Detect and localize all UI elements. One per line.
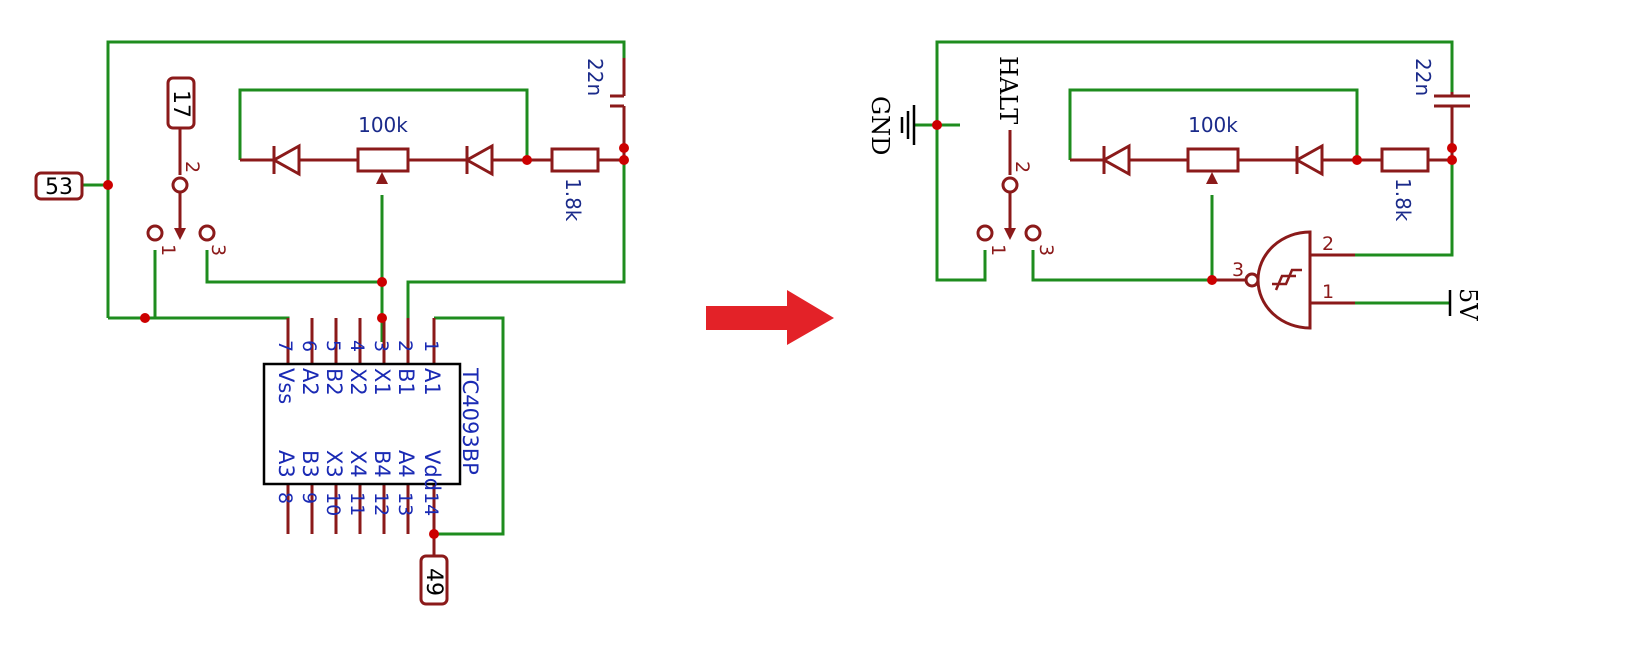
gnd-symbol (900, 105, 937, 145)
net-box-49: 49 (419, 534, 449, 606)
left-sw-pin2: 2 (181, 161, 203, 173)
left-sw-pin1: 1 (157, 244, 179, 256)
ic-pin-number: 3 (370, 340, 392, 352)
left-vss-wire (108, 316, 290, 342)
ic-pin-label: X1 (370, 368, 394, 396)
left-junction-cap (619, 155, 629, 165)
left-junction-49 (429, 529, 439, 539)
ic-pin-label: X3 (322, 450, 346, 478)
ic-pin-number: 11 (346, 492, 368, 516)
right-sw-pin2: 2 (1011, 161, 1033, 173)
gate-pin-out: 3 (1232, 259, 1244, 281)
ic-pin-label: B2 (322, 368, 346, 396)
right-junction-gate (1207, 275, 1217, 285)
net-box-53: 53 (34, 171, 84, 201)
ic-pin-label: Vss (274, 368, 298, 404)
left-pot-wiper-arrow (376, 172, 388, 184)
left-resistor (550, 147, 600, 173)
right-diode-1 (1100, 143, 1131, 177)
left-potentiometer (356, 147, 410, 173)
left-junction-loop-a (522, 155, 532, 165)
ic-pin-number: 4 (346, 340, 368, 352)
right-pot-wiper-arrow (1206, 172, 1218, 184)
left-junction-vss (140, 313, 150, 323)
halt-label: HALT (994, 56, 1022, 124)
right-outer-loop-wire (935, 123, 987, 282)
right-sw-pin3: 3 (1035, 244, 1057, 256)
ic-pin-number: 2 (394, 340, 416, 352)
ic-pin-number: 7 (274, 340, 296, 352)
ic-pin-number: 12 (370, 492, 392, 516)
ic-pin-label: X2 (346, 368, 370, 396)
ic-pin-label: A3 (274, 450, 298, 478)
svg-text:49: 49 (421, 568, 446, 596)
ic-pin-number: 5 (322, 340, 344, 352)
right-pot-label: 100k (1188, 113, 1238, 137)
ic-pin-label: X4 (346, 450, 370, 478)
nand-schmitt-gate (1212, 230, 1355, 330)
right-junction-loop (1352, 155, 1362, 165)
net-box-17: 17 (166, 76, 196, 130)
right-rail-wire (1355, 160, 1454, 257)
svg-text:53: 53 (45, 175, 73, 200)
left-junction-cap-top (619, 143, 629, 153)
right-junction-cap (1447, 155, 1457, 165)
ic-pin-label: A1 (420, 368, 444, 396)
ic-pin-number: 1 (420, 340, 442, 352)
ic-pin-label: B1 (394, 368, 418, 396)
ic-pin-number: 10 (322, 492, 344, 516)
ic-pin-label: B3 (298, 450, 322, 478)
left-diode-2 (463, 143, 494, 177)
ic-pin-label: A4 (394, 450, 418, 478)
supply-label: 5V (1454, 288, 1482, 321)
right-res-label: 1.8k (1391, 178, 1415, 222)
right-switch3-wire (1031, 250, 1212, 282)
right-potentiometer (1186, 147, 1240, 173)
right-junction-cap-top (1447, 143, 1457, 153)
left-switch3-wire (205, 250, 382, 284)
left-res-label: 1.8k (561, 178, 585, 222)
right-sw-pin1: 1 (987, 244, 1009, 256)
gate-pin-in1: 1 (1322, 281, 1334, 303)
right-resistor (1380, 147, 1430, 173)
left-sw-pin3: 3 (207, 244, 229, 256)
left-junction-pin3 (377, 313, 387, 323)
left-junction-wiper (377, 277, 387, 287)
ic-pin-number: 9 (298, 492, 320, 504)
left-diode-1 (270, 143, 301, 177)
left-vdd-wire (434, 316, 505, 536)
right-pot-loop-wire (1068, 88, 1359, 160)
ic-body (262, 362, 462, 486)
right-top-wire (935, 40, 1454, 125)
left-cap-label: 22n (583, 58, 607, 96)
ic-pin-label: A2 (298, 368, 322, 396)
ic-name: TC4093BP (458, 367, 482, 475)
left-schematic: 100k 1.8k 22n 2 1 3 17 53 49 (34, 40, 629, 606)
ic-pin-number: 8 (274, 492, 296, 504)
ic-pin-number: 14 (420, 492, 442, 516)
ic-pin-label: B4 (370, 450, 394, 478)
svg-text:17: 17 (168, 90, 193, 118)
gate-pin-in2: 2 (1322, 233, 1334, 255)
left-switch (146, 128, 216, 242)
right-schematic: GND 100k 1.8k 22n (866, 40, 1482, 330)
right-diode-2 (1293, 143, 1324, 177)
ic-pin-number: 13 (394, 492, 416, 516)
gnd-label: GND (866, 96, 894, 155)
right-junction-gnd (932, 120, 942, 130)
ic-pin-label: Vdd (420, 450, 444, 491)
left-pot-label: 100k (358, 113, 408, 137)
right-cap-label: 22n (1411, 58, 1435, 96)
left-pot-loop-wire (238, 88, 529, 160)
left-junction-53 (103, 180, 113, 190)
ic-pin-number: 6 (298, 340, 320, 352)
right-switch (976, 130, 1042, 242)
transform-arrow (706, 290, 834, 345)
left-right-rail-wire (406, 108, 626, 342)
